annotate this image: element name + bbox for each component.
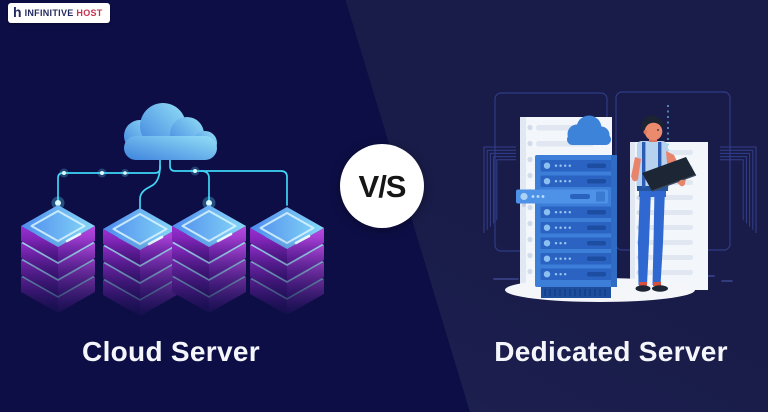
rack-unit-pulled-out <box>516 189 608 204</box>
brand-name-primary: INFINITIVE <box>24 8 74 18</box>
circuit-lines-left <box>483 146 516 233</box>
dedicated-server-label: Dedicated Server <box>494 336 728 367</box>
technician-figure <box>631 115 697 292</box>
brand-logo: h INFINITIVE HOST <box>8 3 110 23</box>
rack-units <box>540 160 612 280</box>
technician-suspenders <box>642 142 662 188</box>
cloud-server-label: Cloud Server <box>82 336 260 367</box>
technician-head <box>641 115 664 142</box>
vs-badge: V/S <box>340 144 424 228</box>
dedicated-server-illustration <box>483 91 757 302</box>
technician-hand-left <box>631 174 639 182</box>
cloud-icon <box>124 103 217 160</box>
brand-name: INFINITIVE HOST <box>25 8 103 18</box>
logo-h-mark-icon: h <box>13 4 22 20</box>
connection-glow-dots <box>51 166 216 210</box>
rack-base <box>541 287 611 298</box>
circuit-lines-right <box>720 146 757 233</box>
cloud-icon-small <box>567 115 611 145</box>
brand-name-secondary: HOST <box>76 8 103 18</box>
technician-hand-right <box>678 179 686 187</box>
vs-label: V/S <box>358 169 407 204</box>
laptop <box>642 157 697 192</box>
server-rack-tower <box>516 155 617 298</box>
cloud-server-illustration <box>12 103 327 323</box>
reflection-fade <box>12 238 327 323</box>
network-connection-lines <box>57 157 288 209</box>
